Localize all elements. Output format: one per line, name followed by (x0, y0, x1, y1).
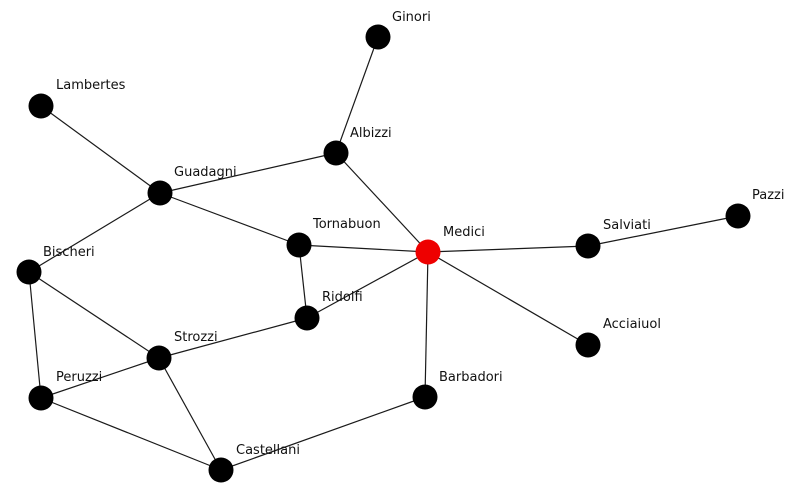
edge-barbadori-castellani (220, 396, 426, 471)
node-label-ginori: Ginori (392, 10, 431, 25)
edge-ridolfi-strozzi (158, 317, 308, 359)
node-label-castellani: Castellani (236, 443, 300, 458)
node-label-acciaiuol: Acciaiuol (603, 317, 661, 332)
node-label-tornabuon: Tornabuon (312, 217, 381, 232)
edge-lambertes-guadagni (40, 105, 161, 194)
edge-guadagni-tornabuon (159, 192, 300, 246)
node-label-pazzi: Pazzi (752, 188, 784, 203)
labels-layer: GinoriLambertesAlbizziGuadagniPazziTorna… (43, 10, 784, 458)
nodes-layer (16, 24, 751, 483)
edge-bischeri-peruzzi (28, 271, 42, 399)
node-tornabuon[interactable] (286, 232, 312, 258)
edge-medici-barbadori (424, 251, 429, 398)
node-label-strozzi: Strozzi (174, 330, 218, 345)
node-acciaiuol[interactable] (575, 332, 601, 358)
edge-salviati-pazzi (587, 215, 739, 247)
node-salviati[interactable] (575, 233, 601, 259)
edge-bischeri-strozzi (28, 271, 160, 359)
edge-medici-acciaiuol (427, 251, 589, 346)
node-albizzi[interactable] (323, 140, 349, 166)
node-label-peruzzi: Peruzzi (56, 370, 102, 385)
node-label-guadagni: Guadagni (174, 165, 237, 180)
node-label-lambertes: Lambertes (56, 78, 126, 93)
edge-guadagni-bischeri (28, 192, 161, 273)
node-guadagni[interactable] (147, 180, 173, 206)
node-ginori[interactable] (365, 24, 391, 50)
edge-peruzzi-castellani (40, 397, 222, 471)
node-label-ridolfi: Ridolfi (322, 290, 363, 305)
node-peruzzi[interactable] (28, 385, 54, 411)
node-lambertes[interactable] (28, 93, 54, 119)
edge-strozzi-castellani (158, 357, 222, 471)
edge-strozzi-peruzzi (40, 357, 160, 399)
edge-ginori-albizzi (335, 36, 379, 154)
node-bischeri[interactable] (16, 259, 42, 285)
node-barbadori[interactable] (412, 384, 438, 410)
node-ridolfi[interactable] (294, 305, 320, 331)
node-label-salviati: Salviati (603, 218, 651, 233)
edge-albizzi-guadagni (159, 152, 337, 194)
node-medici[interactable] (415, 239, 441, 265)
edge-albizzi-medici (335, 152, 429, 253)
node-label-bischeri: Bischeri (43, 245, 95, 260)
edge-medici-ridolfi (306, 251, 429, 319)
edge-medici-salviati (427, 245, 589, 253)
edge-tornabuon-medici (298, 244, 429, 253)
node-castellani[interactable] (208, 457, 234, 483)
node-pazzi[interactable] (725, 203, 751, 229)
node-label-barbadori: Barbadori (439, 370, 503, 385)
node-label-medici: Medici (443, 225, 485, 240)
edges-layer (28, 36, 739, 471)
node-strozzi[interactable] (146, 345, 172, 371)
node-label-albizzi: Albizzi (350, 126, 392, 141)
